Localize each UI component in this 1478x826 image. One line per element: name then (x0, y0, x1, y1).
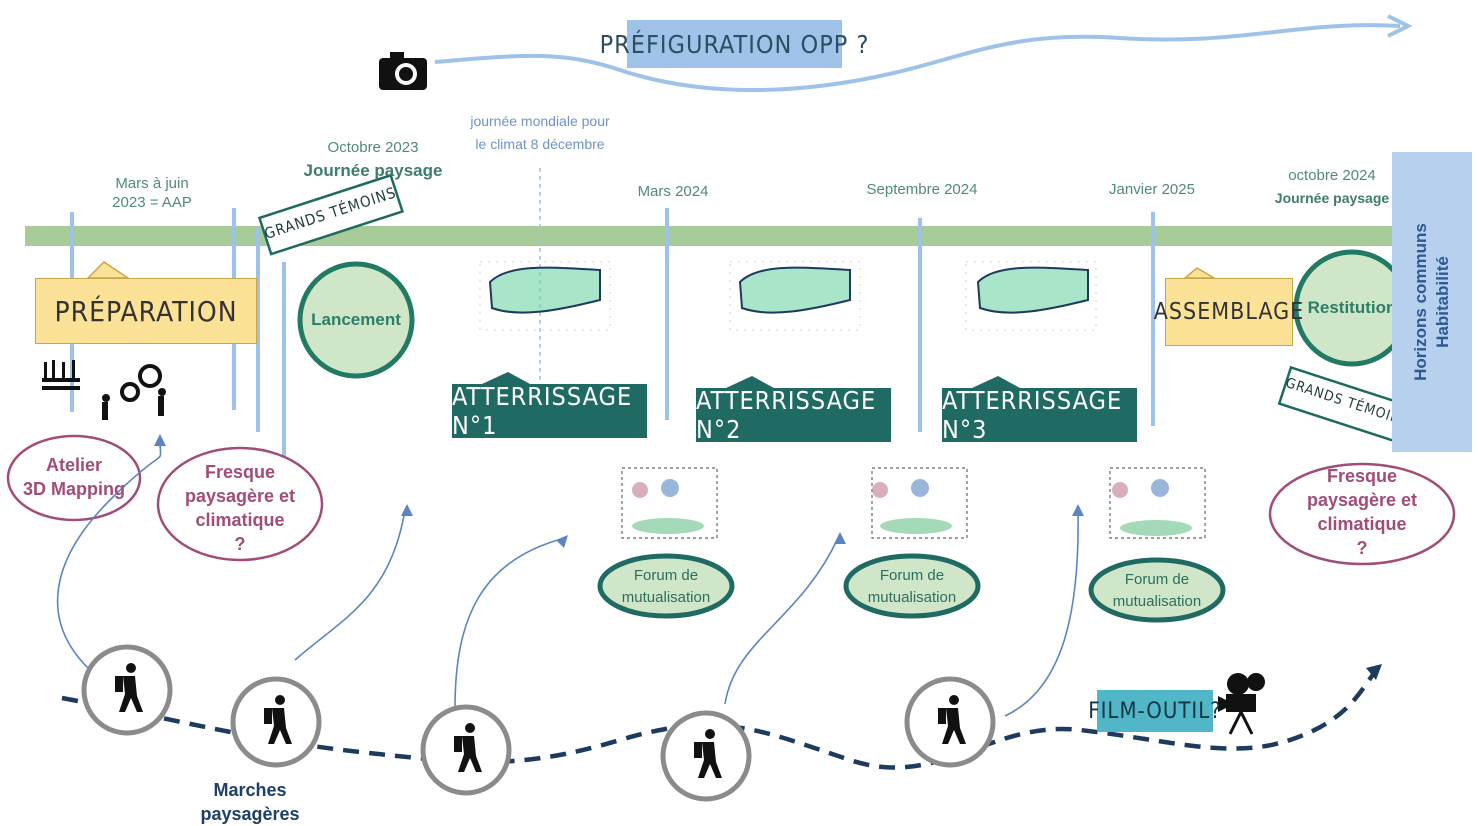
date-line: Mars à juin (115, 175, 189, 192)
date-mars2024: Mars 2024 (637, 183, 709, 200)
horizons-label: Horizons communs Habitabilité (1411, 223, 1452, 381)
grands-temoins-bubble-left (257, 173, 405, 256)
climate-day-note: journée mondiale pour le climat 8 décemb… (470, 113, 610, 152)
tools-icon (42, 360, 80, 390)
atterrissage-1-box: ATTERRISSAGE N°1 (452, 382, 647, 440)
camera-icon (379, 52, 427, 90)
forum-1: Forum de mutualisation (621, 567, 711, 606)
atterrissage-2-box: ATTERRISSAGE N°2 (696, 386, 891, 444)
prefiguration-label: PRÉFIGURATION OPP ? (599, 29, 870, 59)
atterrissage-label: ATTERRISSAGE N°3 (942, 386, 1123, 444)
assemblage-label: ASSEMBLAGE (1153, 299, 1305, 325)
date-mars-juin: Mars à juin 2023 = AAP (92, 174, 212, 212)
restitution-label: Restitution (1307, 298, 1397, 317)
lancement-label: Lancement (311, 310, 401, 329)
fresque-right-bubble: Fresque paysagère et climatique ? (1306, 466, 1418, 558)
restitution-circle: Restitution (1296, 286, 1408, 330)
preparation-label: PRÉPARATION (54, 294, 238, 328)
atterrissage-label: ATTERRISSAGE N°2 (696, 386, 877, 444)
fresque-left-bubble: Fresque paysagère et climatique ? (184, 462, 296, 554)
journee-paysage-label: Journée paysage (1274, 190, 1390, 206)
hiker-icon (115, 663, 966, 778)
date-line: 2023 = AAP (112, 194, 192, 211)
atterrissage-3-box: ATTERRISSAGE N°3 (942, 386, 1137, 444)
prefiguration-banner: PRÉFIGURATION OPP ? (600, 20, 868, 68)
marches-label: Marches paysagères (200, 780, 300, 824)
journee-paysage-label: Journée paysage (303, 161, 443, 180)
map-sketch-icon (488, 266, 1089, 314)
forum-2: Forum de mutualisation (867, 567, 957, 606)
date-jan2025: Janvier 2025 (1109, 181, 1195, 198)
date-line: octobre 2024 (1288, 167, 1376, 184)
film-outil-label: FILM-OUTIL? (1088, 690, 1221, 732)
forum-3: Forum de mutualisation (1112, 571, 1202, 610)
assemblage-box: ASSEMBLAGE (1154, 278, 1303, 346)
lancement-circle: Lancement (300, 298, 412, 342)
horizons-banner: Horizons communs Habitabilité (1392, 152, 1472, 452)
date-oct2023: Octobre 2023 Journée paysage (292, 138, 454, 180)
date-line: Octobre 2023 (327, 139, 419, 156)
atterrissage-label: ATTERRISSAGE N°1 (452, 382, 633, 440)
preparation-box: PRÉPARATION (35, 278, 257, 344)
date-oct2024: octobre 2024 Journée paysage (1262, 166, 1402, 208)
gears-icon (120, 364, 162, 402)
atelier-bubble: Atelier 3D Mapping (23, 455, 125, 499)
date-sept2024: Septembre 2024 (866, 181, 978, 198)
people-sketch-icon (621, 467, 1206, 539)
film-camera-icon (1218, 673, 1265, 735)
